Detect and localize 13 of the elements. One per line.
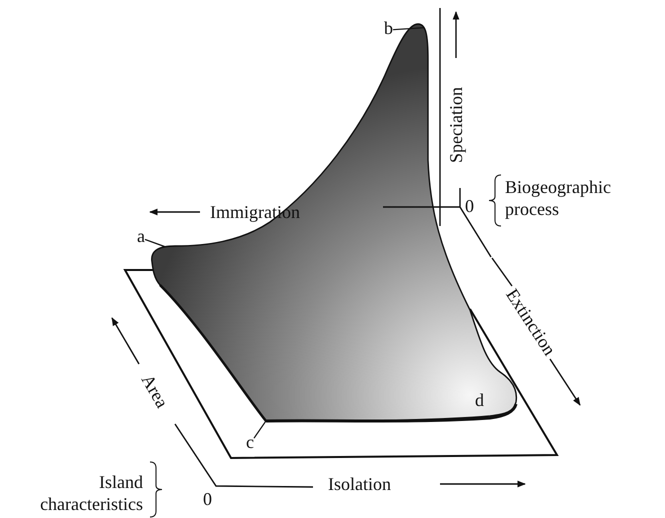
- point-label: d: [475, 390, 484, 410]
- point-label: a: [137, 226, 145, 246]
- axis-origin-label: 0: [203, 489, 212, 509]
- point-label: c: [246, 432, 254, 452]
- leader-line: [144, 238, 166, 248]
- axis-label: Speciation: [446, 87, 466, 163]
- axis-origin-label: 0: [465, 196, 474, 216]
- leader-line: [254, 420, 266, 439]
- leader-line: [392, 27, 424, 30]
- point-label: b: [384, 18, 393, 38]
- axis-label: Isolation: [328, 474, 391, 494]
- group-label: Island characteristics: [39, 471, 143, 515]
- group-label: Biogeographic process: [505, 176, 612, 220]
